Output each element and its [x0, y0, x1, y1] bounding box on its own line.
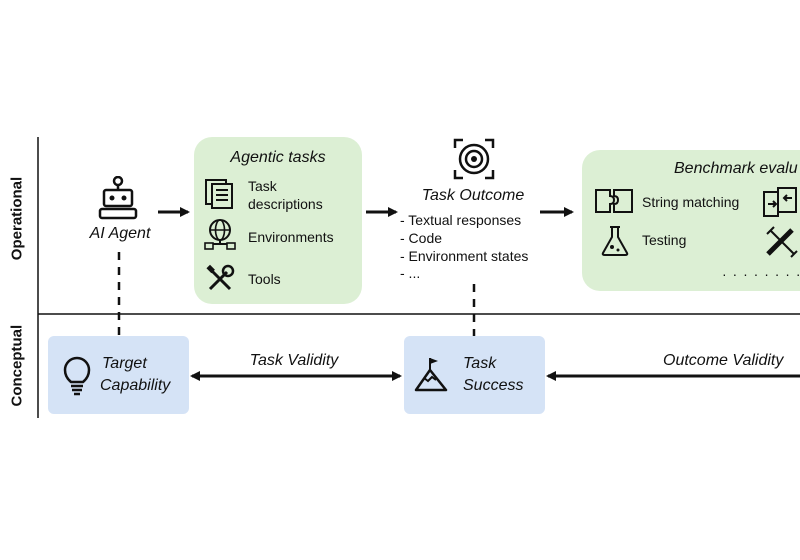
- string-matching-label: String matching: [642, 194, 740, 210]
- row-label-operational: Operational: [8, 176, 26, 261]
- agentic-tasks-title: Agentic tasks: [230, 149, 326, 166]
- outcome-validity-label: Outcome Validity: [663, 352, 784, 369]
- task-success-line1: Task: [463, 355, 497, 372]
- agent-label: AI Agent: [89, 225, 151, 242]
- benchmark-eval-title: Benchmark evalu: [674, 160, 798, 177]
- outcome-item-env-states: - Environment states: [400, 248, 529, 264]
- outcome-item-code: - Code: [400, 230, 443, 246]
- mountain-flag-icon: [414, 358, 448, 392]
- flask-icon: [601, 226, 629, 256]
- testing-label: Testing: [642, 232, 687, 248]
- task-validity-label: Task Validity: [249, 352, 339, 369]
- target-capability-line1: Target: [102, 355, 147, 372]
- tools-label: Tools: [248, 271, 281, 287]
- outcome-item-textual: - Textual responses: [400, 212, 522, 228]
- lightbulb-icon: [63, 356, 91, 396]
- tools-icon: [206, 264, 235, 291]
- target-icon: [453, 138, 495, 180]
- environments-label: Environments: [248, 229, 334, 245]
- puzzle-icon: [595, 189, 633, 213]
- target-capability-line2: Capability: [100, 377, 171, 394]
- task-outcome-title: Task Outcome: [421, 187, 525, 204]
- task-success-line2: Success: [463, 377, 524, 394]
- robot-icon: [98, 176, 138, 220]
- outcome-item-ellipsis: - ...: [400, 265, 421, 281]
- document-icon: [205, 179, 233, 209]
- benchmark-eval-box: [582, 150, 800, 291]
- task-descriptions-line2: descriptions: [248, 196, 323, 212]
- compare-icon: [763, 187, 797, 217]
- target-capability-box: [48, 336, 189, 414]
- globe-network-icon: [204, 219, 236, 250]
- pencil-ruler-icon: [766, 226, 798, 258]
- task-descriptions-line1: Task: [248, 178, 277, 194]
- row-label-conceptual: Conceptual: [8, 324, 26, 407]
- benchmark-ellipsis: · · · · · · · · ·: [722, 266, 800, 282]
